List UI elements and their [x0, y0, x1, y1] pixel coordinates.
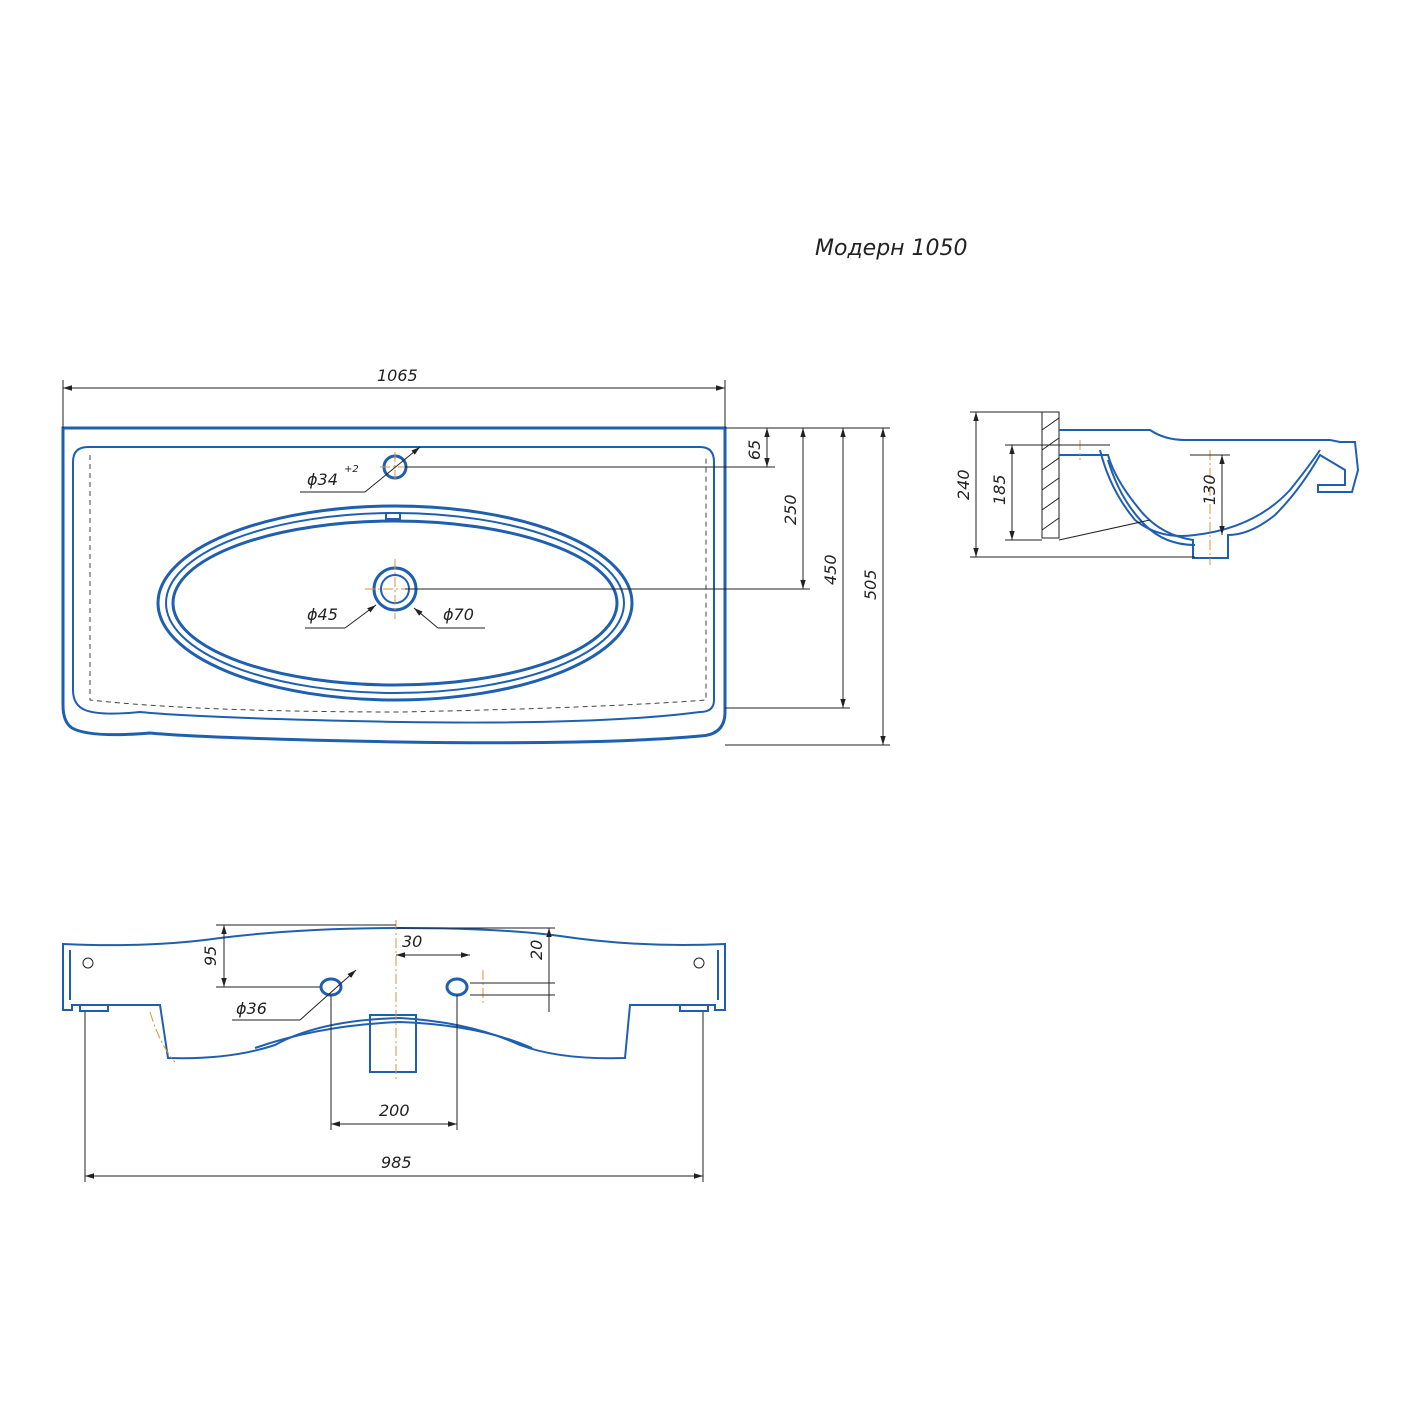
dim-20: 20: [527, 940, 546, 960]
dim-185: 185: [990, 474, 1009, 505]
side-view: 240 185 130: [954, 411, 1360, 565]
dim-65: 65: [745, 440, 764, 460]
basin-profile: [1059, 429, 1360, 559]
rear-drain-outlet: [369, 1014, 417, 1073]
rear-bowl-bottom: [254, 1020, 533, 1049]
drawing-title: Модерн 1050: [815, 236, 968, 261]
deck-outline: [72, 446, 715, 724]
tap-hole-tolerance: +2: [344, 464, 359, 475]
mount-hole-right: [693, 957, 705, 969]
rear-hole-diameter: ϕ36: [236, 999, 267, 1018]
dim-200: 200: [379, 1101, 410, 1120]
bowl-rim-inner: [171, 519, 619, 687]
overflow-slot: [385, 512, 401, 520]
dim-240: 240: [954, 469, 973, 500]
width-dimension: 1065: [377, 366, 418, 385]
rear-inner-edge: [69, 950, 719, 1000]
rear-view: 95 30 20 ϕ36 200 985: [62, 920, 726, 1182]
rear-hole-right: [445, 977, 469, 997]
drain-diameter-70: ϕ70: [443, 605, 474, 624]
rear-foot-right: [679, 1004, 709, 1012]
mount-hole-left: [82, 957, 94, 969]
hidden-edge: [89, 455, 707, 713]
dim-505: 505: [861, 569, 880, 600]
dim-95: 95: [201, 946, 220, 966]
dim-985: 985: [381, 1153, 412, 1172]
top-view: 1065 ϕ34 +2 ϕ45 ϕ70 65 250 450 505: [61, 366, 890, 746]
drain-diameter-45: ϕ45: [307, 605, 338, 624]
bowl-wall-profile: [1107, 459, 1196, 546]
dim-450: 450: [821, 554, 840, 585]
dim-130: 130: [1200, 474, 1219, 505]
bowl-rim-outer: [156, 504, 634, 702]
bowl-inner-profile: [1099, 449, 1321, 537]
dim-250: 250: [781, 494, 800, 525]
wall-section: [1041, 411, 1060, 539]
tap-hole-diameter: ϕ34: [307, 470, 338, 489]
rear-foot-left: [79, 1004, 109, 1012]
dim-30: 30: [402, 932, 422, 951]
basin-outline: [61, 426, 727, 745]
rear-outline: [62, 926, 726, 1060]
